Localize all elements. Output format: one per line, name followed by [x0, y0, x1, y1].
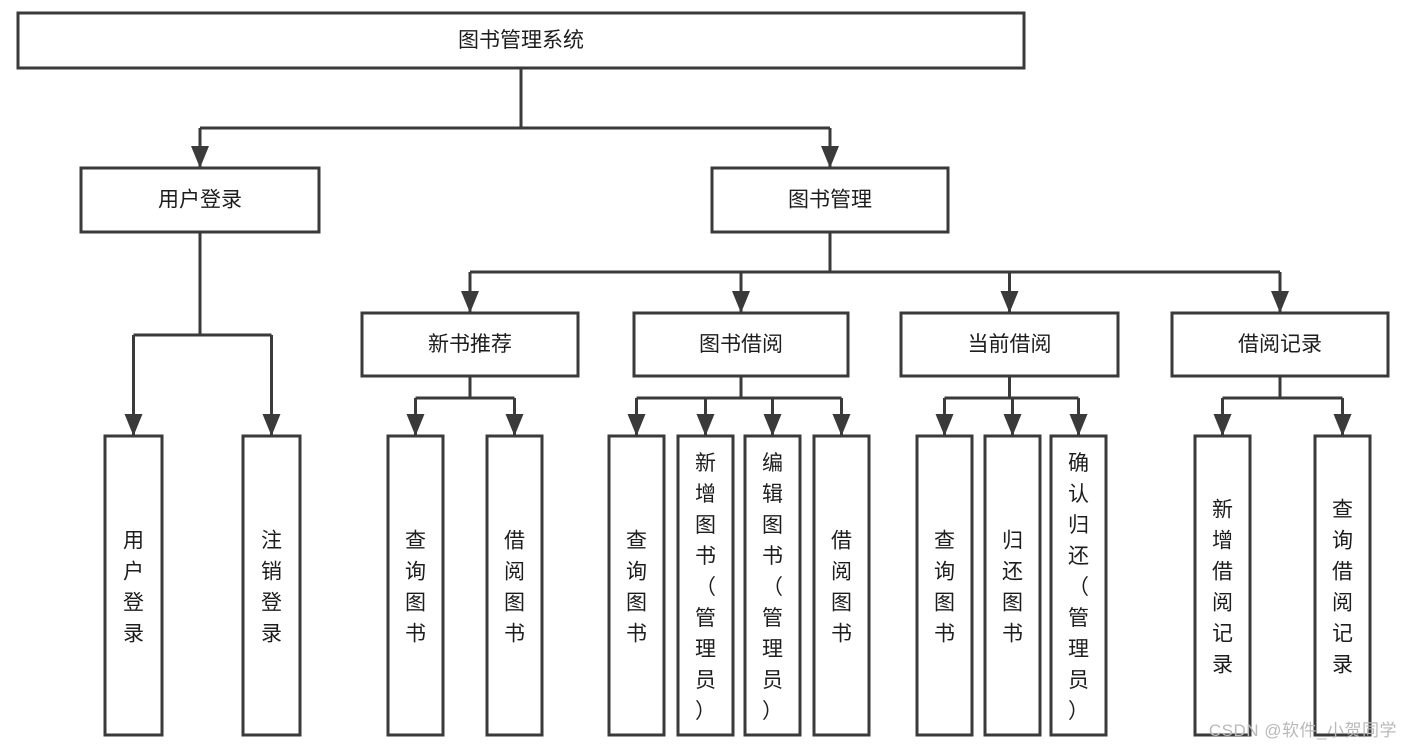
arrow-head-icon — [406, 414, 425, 436]
node-layer: 图书管理系统用户登录图书管理新书推荐图书借阅当前借阅借阅记录用户登录注销登录查询… — [16, 11, 1390, 737]
node-label: 当前借阅 — [968, 333, 1052, 356]
node-box — [632, 311, 850, 378]
node-book-manage[interactable]: 图书管理 — [710, 166, 950, 234]
node-leaf-logout[interactable]: 注销登录 — [241, 434, 302, 737]
node-box — [103, 434, 164, 737]
node-label: 编辑图书（管理员） — [762, 452, 783, 723]
arrow-head-icon — [505, 414, 524, 436]
arrow-head-icon — [1333, 414, 1352, 436]
node-box — [812, 434, 871, 737]
watermark-text: CSDN @软件_小贺同学 — [1208, 721, 1397, 740]
node-label: 新增图书（管理员） — [695, 452, 716, 723]
node-book-borrow[interactable]: 图书借阅 — [632, 311, 850, 378]
node-box — [1170, 311, 1390, 378]
node-label: 用户登录 — [123, 530, 144, 646]
node-box — [983, 434, 1042, 737]
node-box — [710, 166, 950, 234]
node-current-borrow[interactable]: 当前借阅 — [899, 311, 1120, 378]
node-label: 用户登录 — [158, 189, 242, 212]
node-label: 借阅图书 — [831, 530, 852, 646]
arrow-head-icon — [832, 414, 851, 436]
node-label: 查询图书 — [626, 530, 647, 646]
node-label: 归还图书 — [1002, 530, 1023, 646]
arrow-head-icon — [732, 291, 750, 313]
node-leaf-return-book[interactable]: 归还图书 — [983, 434, 1042, 737]
node-leaf-query-book-3[interactable]: 查询图书 — [915, 434, 974, 737]
node-label: 注销登录 — [261, 530, 282, 646]
node-label: 新增借阅记录 — [1212, 499, 1233, 677]
arrow-head-icon — [1271, 291, 1289, 313]
node-box — [915, 434, 974, 737]
node-box — [1193, 434, 1252, 737]
node-root[interactable]: 图书管理系统 — [16, 11, 1026, 70]
node-leaf-query-book-2[interactable]: 查询图书 — [607, 434, 666, 737]
connector-layer — [124, 68, 1352, 436]
node-box — [1049, 434, 1108, 737]
arrow-head-icon — [1069, 414, 1088, 436]
arrow-head-icon — [696, 414, 715, 436]
node-box — [241, 434, 302, 737]
node-leaf-confirm-return[interactable]: 确认归还（管理员） — [1049, 434, 1108, 737]
node-leaf-borrow-book-1[interactable]: 借阅图书 — [485, 434, 544, 737]
node-box — [899, 311, 1120, 378]
node-leaf-user-login[interactable]: 用户登录 — [103, 434, 164, 737]
node-leaf-query-record[interactable]: 查询借阅记录 — [1313, 434, 1372, 737]
node-leaf-edit-book[interactable]: 编辑图书（管理员） — [743, 434, 802, 737]
arrow-head-icon — [1213, 414, 1232, 436]
node-borrow-record[interactable]: 借阅记录 — [1170, 311, 1390, 378]
node-user-login[interactable]: 用户登录 — [79, 166, 321, 234]
node-box — [485, 434, 544, 737]
node-label: 图书借阅 — [699, 333, 783, 356]
arrow-head-icon — [461, 291, 479, 313]
node-leaf-borrow-book-2[interactable]: 借阅图书 — [812, 434, 871, 737]
node-new-book-rec[interactable]: 新书推荐 — [360, 311, 580, 378]
arrow-head-icon — [1000, 291, 1019, 313]
node-leaf-add-book[interactable]: 新增图书（管理员） — [676, 434, 735, 737]
arrow-head-icon — [935, 414, 954, 436]
node-box — [1313, 434, 1372, 737]
arrow-head-icon — [763, 414, 782, 436]
node-box — [743, 434, 802, 737]
node-label: 图书管理 — [788, 189, 872, 212]
node-label: 查询图书 — [934, 530, 955, 646]
node-label: 查询图书 — [405, 530, 426, 646]
node-box — [79, 166, 321, 234]
arrow-head-icon — [627, 414, 646, 436]
node-box — [360, 311, 580, 378]
arrow-head-icon — [821, 146, 839, 168]
node-label: 新书推荐 — [428, 333, 512, 356]
node-label: 查询借阅记录 — [1332, 499, 1353, 677]
node-box — [386, 434, 445, 737]
node-box — [607, 434, 666, 737]
node-leaf-query-book-1[interactable]: 查询图书 — [386, 434, 445, 737]
node-box — [16, 11, 1026, 70]
node-box — [676, 434, 735, 737]
arrow-head-icon — [262, 414, 281, 436]
node-label: 确认归还（管理员） — [1068, 452, 1089, 723]
node-label: 图书管理系统 — [458, 29, 584, 52]
node-leaf-add-record[interactable]: 新增借阅记录 — [1193, 434, 1252, 737]
node-label: 借阅图书 — [504, 530, 525, 646]
arrow-head-icon — [1003, 414, 1022, 436]
node-label: 借阅记录 — [1238, 333, 1322, 356]
arrow-head-icon — [191, 146, 209, 168]
arrow-head-icon — [124, 414, 143, 436]
